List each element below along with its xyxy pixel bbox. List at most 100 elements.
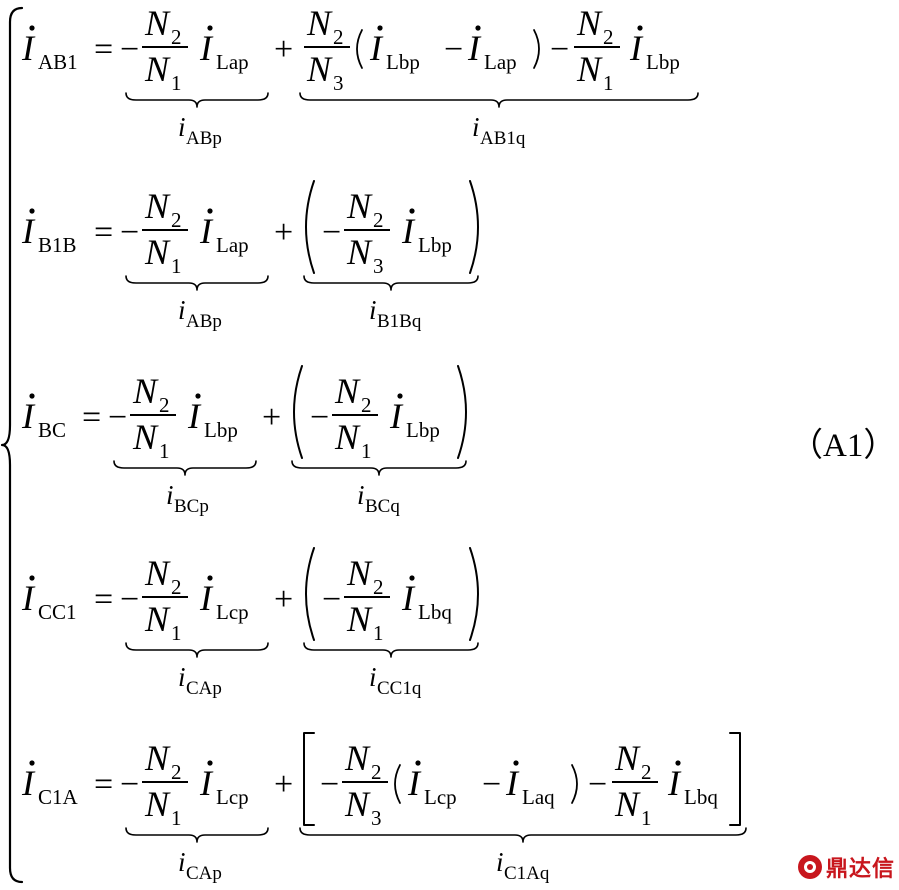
overdot: [409, 575, 415, 581]
term2-label-sub: AB1q: [480, 128, 526, 149]
numerator-base: N: [346, 186, 373, 226]
left-paren: [305, 180, 315, 274]
term1-label-base: i: [166, 480, 174, 510]
minus-sign: −: [120, 214, 139, 251]
lhs-current-base: I: [21, 211, 36, 251]
denominator-sub: 1: [171, 806, 182, 830]
numerator-base: N: [132, 371, 159, 411]
denominator-sub: 3: [373, 254, 384, 278]
numerator-base: N: [144, 186, 171, 226]
term2-label-base: i: [369, 295, 377, 325]
overdot: [377, 25, 383, 31]
paren-current-a-base: I: [369, 28, 384, 68]
system-left-brace: [0, 6, 24, 884]
denominator-sub: 1: [159, 439, 170, 463]
term1-underbrace: [125, 642, 269, 658]
term1-label-sub: BCp: [174, 496, 209, 517]
term-current-base: I: [667, 763, 682, 803]
numerator-sub: 2: [171, 575, 182, 599]
numerator-base: N: [346, 553, 373, 593]
denominator-sub: 1: [361, 439, 372, 463]
plus-sign: +: [274, 31, 293, 68]
paren-current-b-base: I: [505, 763, 520, 803]
overdot: [29, 393, 35, 399]
term1-label-sub: ABp: [186, 128, 222, 149]
numerator-base: N: [144, 3, 171, 43]
overdot: [29, 25, 35, 31]
right-paren: [469, 180, 479, 274]
plus-sign: +: [274, 214, 293, 251]
numerator-base: N: [576, 3, 603, 43]
logo-text: 鼎达信: [826, 857, 896, 882]
left-square-bracket: [303, 732, 315, 826]
overdot: [207, 25, 213, 31]
term2-label-base: i: [357, 480, 365, 510]
term2-label-base: i: [472, 112, 480, 142]
term1-underbrace: [125, 275, 269, 291]
minus-sign: −: [482, 766, 501, 803]
denominator-base: N: [346, 599, 373, 639]
term-current-sub: Lcp: [216, 600, 249, 624]
overdot: [29, 575, 35, 581]
logo-icon: [798, 855, 822, 879]
term-current-base: I: [401, 578, 416, 618]
term2-label-sub: B1Bq: [377, 311, 422, 332]
term2-label-base: i: [496, 847, 504, 877]
lhs-current-sub: CC1: [38, 600, 77, 624]
numerator-sub: 2: [171, 760, 182, 784]
right-paren: [533, 29, 540, 69]
minus-sign: −: [444, 31, 463, 68]
term1-underbrace: [125, 827, 269, 843]
numerator-sub: 2: [171, 208, 182, 232]
lhs-current-sub: BC: [38, 418, 66, 442]
denominator-sub: 1: [373, 621, 384, 645]
overdot: [207, 575, 213, 581]
minus-sign: −: [550, 31, 569, 68]
watermark-logo: 鼎达信: [798, 850, 895, 884]
plus-sign: +: [274, 581, 293, 618]
term2-underbrace: [299, 827, 747, 843]
plus-sign: +: [274, 766, 293, 803]
lhs-current-base: I: [21, 28, 36, 68]
term-current-sub: Lcp: [216, 785, 249, 809]
term1-label-base: i: [178, 112, 186, 142]
denominator-base: N: [144, 784, 171, 824]
term-current-base: I: [401, 211, 416, 251]
paren-current-b-base: I: [467, 28, 482, 68]
minus-sign: −: [588, 766, 607, 803]
overdot: [29, 208, 35, 214]
numerator-sub: 2: [333, 25, 344, 49]
denominator-sub: 1: [171, 621, 182, 645]
denominator-base: N: [144, 599, 171, 639]
equals-sign: =: [82, 399, 101, 436]
lhs-current-base: I: [21, 396, 36, 436]
equals-sign: =: [94, 581, 113, 618]
lhs-current-base: I: [21, 578, 36, 618]
minus-sign: −: [322, 581, 341, 618]
term-current-base: I: [389, 396, 404, 436]
plus-sign: +: [262, 399, 281, 436]
term-current-base: I: [199, 28, 214, 68]
term1-label-base: i: [178, 847, 186, 877]
paren-current-a-sub: Lbp: [386, 50, 420, 74]
denominator-base: N: [576, 49, 603, 89]
denominator-base: N: [334, 417, 361, 457]
minus-sign: −: [320, 766, 339, 803]
term-current-base: I: [199, 211, 214, 251]
lhs-current-sub: AB1: [38, 50, 78, 74]
term-current-base: I: [199, 763, 214, 803]
denominator-sub: 3: [371, 806, 382, 830]
term-current-sub: Lbp: [204, 418, 238, 442]
term1-label-base: i: [178, 295, 186, 325]
term2-underbrace: [303, 642, 479, 658]
equals-sign: =: [94, 214, 113, 251]
term2-label-sub: BCq: [365, 496, 400, 517]
numerator-base: N: [144, 738, 171, 778]
overdot: [475, 25, 481, 31]
overdot: [415, 760, 421, 766]
lhs-current-sub: C1A: [38, 785, 79, 809]
minus-sign: −: [322, 214, 341, 251]
minus-sign: −: [120, 766, 139, 803]
term-current-base: I: [629, 28, 644, 68]
term2-label-sub: C1Aq: [504, 863, 550, 884]
